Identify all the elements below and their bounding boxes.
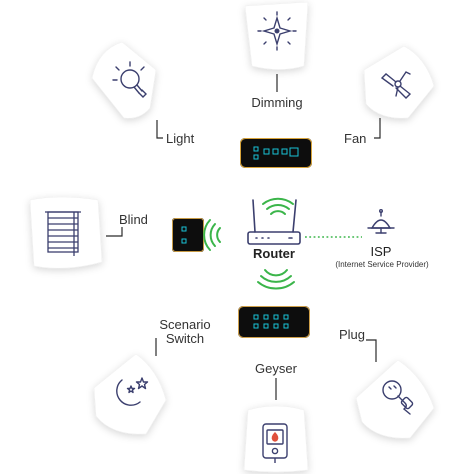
plug-connector bbox=[366, 339, 377, 362]
blind-label: Blind bbox=[119, 212, 148, 227]
isp-label: ISP bbox=[370, 244, 392, 259]
isp-sublabel: (Internet Service Provider) bbox=[335, 260, 429, 269]
sparkle-dimmer-icon bbox=[257, 11, 297, 51]
left-switch-panel[interactable] bbox=[172, 218, 204, 252]
bottom-switch-panel[interactable] bbox=[238, 306, 310, 338]
light-connector bbox=[156, 120, 163, 139]
wifi-router-icon[interactable] bbox=[247, 199, 301, 245]
fan-card[interactable] bbox=[363, 45, 435, 119]
wifi-signal-left bbox=[203, 219, 221, 251]
satellite-dish-icon[interactable] bbox=[367, 208, 395, 234]
router-label: Router bbox=[253, 246, 295, 261]
light-label: Light bbox=[166, 131, 195, 146]
light-bulb-icon bbox=[112, 61, 147, 98]
wifi-signal-top bbox=[262, 197, 294, 215]
fan-label: Fan bbox=[344, 131, 367, 146]
plug-label: Plug bbox=[339, 327, 366, 342]
plug-card[interactable] bbox=[355, 359, 435, 439]
dimming-label: Dimming bbox=[251, 95, 303, 110]
light-card[interactable] bbox=[91, 41, 157, 119]
geyser-card[interactable] bbox=[243, 405, 309, 473]
power-plug-icon bbox=[382, 380, 414, 415]
geyser-label: Geyser bbox=[255, 361, 297, 376]
scenario-label-line1: Scenario bbox=[159, 317, 211, 332]
wifi-signal-bottom bbox=[257, 269, 295, 290]
top-switch-panel[interactable] bbox=[240, 138, 312, 168]
blind-connector bbox=[106, 227, 123, 237]
blind-card[interactable] bbox=[29, 196, 103, 269]
scenario-switch-card[interactable] bbox=[93, 353, 167, 435]
scenario-label-line2: Switch bbox=[165, 331, 205, 346]
dimming-card[interactable] bbox=[244, 1, 309, 70]
window-blind-icon bbox=[45, 211, 81, 256]
moon-stars-icon bbox=[116, 377, 149, 406]
fan-connector bbox=[374, 118, 381, 139]
connector-lines bbox=[106, 74, 381, 400]
ceiling-fan-icon bbox=[380, 71, 412, 99]
water-heater-icon bbox=[262, 423, 288, 463]
